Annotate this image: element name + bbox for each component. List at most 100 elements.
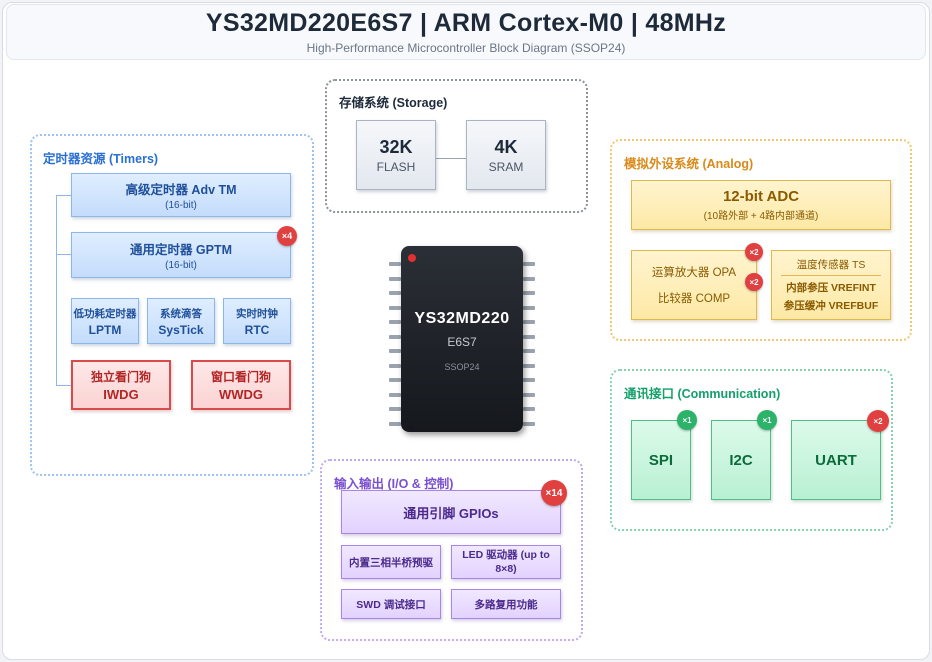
chip-pin-right <box>523 262 535 266</box>
adc-sub: (10路外部 + 4路内部通道) <box>703 211 819 222</box>
gptm-block: 通用定时器 GPTM (16-bit) <box>71 232 291 278</box>
swd-label: SWD 调试接口 <box>356 598 426 611</box>
flash-size: 32K <box>379 136 413 157</box>
gpio-label: 通用引脚 GPIOs <box>403 505 499 521</box>
sram-size: 4K <box>494 136 518 157</box>
chip-pin-right <box>523 276 535 281</box>
io-title: 输入输出 (I/O & 控制) <box>334 477 454 491</box>
mcu-chip: YS32MD220 E6S7 SSOP24 <box>401 246 523 432</box>
opa-count-badge: ×2 <box>745 243 763 261</box>
systick-code: SysTick <box>158 322 204 337</box>
systick-block: 系统滴答 SysTick <box>147 298 215 344</box>
i2c-block: I2C <box>711 420 771 500</box>
adc-label: 12-bit ADC <box>722 188 800 205</box>
chip-pin-left <box>389 378 401 382</box>
comp-count-badge: ×2 <box>745 273 763 291</box>
chip-pin-left <box>389 320 401 324</box>
opa-comp-block: 运算放大器 OPA 比较器 COMP <box>631 250 757 320</box>
storage-connector <box>436 158 466 159</box>
chip-pin-left <box>389 392 401 397</box>
chip-pin-right <box>523 407 535 411</box>
chip-pin-left <box>389 334 401 339</box>
mux-label: 多路复用功能 <box>474 598 538 611</box>
chip-pin-right <box>523 421 535 426</box>
lptm-label: 低功耗定时器 <box>73 307 137 320</box>
wwdg-block: 窗口看门狗 WWDG <box>191 360 291 410</box>
gptm-sub: (16-bit) <box>165 260 197 271</box>
spi-label: SPI <box>648 451 674 469</box>
chip-pin-right <box>523 378 535 382</box>
led-driver-label: LED 驱动器 (up to 8×8) <box>462 549 550 575</box>
mux-block: 多路复用功能 <box>451 589 561 619</box>
storage-title: 存储系统 (Storage) <box>339 96 448 110</box>
chip-pin-left <box>389 349 401 353</box>
iwdg-block: 独立看门狗 IWDG <box>71 360 171 410</box>
chip-pin-left <box>389 305 401 310</box>
wwdg-code: WWDG <box>218 387 264 402</box>
systick-label: 系统滴答 <box>160 307 202 320</box>
sram-label: SRAM <box>488 159 524 174</box>
adv-timer-sub: (16-bit) <box>165 200 197 211</box>
gpio-block: 通用引脚 GPIOs <box>341 490 561 534</box>
page-title: YS32MD220E6S7 | ARM Cortex-M0 | 48MHz <box>205 9 727 37</box>
predriver-block: 内置三相半桥预驱 <box>341 545 441 579</box>
led-driver-block: LED 驱动器 (up to 8×8) <box>451 545 561 579</box>
vrefint-label: 内部参压 VREFINT <box>786 281 876 294</box>
chip-pin-right <box>523 305 535 310</box>
timers-trunk-line <box>56 195 57 385</box>
i2c-label: I2C <box>729 451 753 469</box>
flash-label: FLASH <box>376 159 416 174</box>
chip-pin-right <box>523 320 535 324</box>
chip-name: YS32MD220 <box>414 310 510 327</box>
chip-pin-right <box>523 349 535 353</box>
chip-pin-left <box>389 363 401 368</box>
wwdg-label: 窗口看门狗 <box>210 370 271 384</box>
comp-label: 比较器 COMP <box>657 293 731 305</box>
chip-pin-right <box>523 363 535 368</box>
opa-label: 运算放大器 OPA <box>651 267 737 279</box>
adv-timer-label: 高级定时器 Adv TM <box>125 183 237 197</box>
uart-label: UART <box>815 451 857 469</box>
timers-branch-gptm <box>56 254 71 255</box>
chip-pin-right <box>523 392 535 397</box>
timers-branch-bottom <box>56 385 71 386</box>
gptm-count-badge: ×4 <box>277 226 297 246</box>
i2c-count-badge: ×1 <box>757 410 777 430</box>
timers-branch-adv <box>56 195 71 196</box>
adv-timer-block: 高级定时器 Adv TM (16-bit) <box>71 173 291 217</box>
page-subtitle: High-Performance Microcontroller Block D… <box>306 41 626 55</box>
ts-label: 温度传感器 TS <box>796 258 866 271</box>
swd-block: SWD 调试接口 <box>341 589 441 619</box>
lptm-code: LPTM <box>88 322 122 337</box>
predriver-label: 内置三相半桥预驱 <box>349 556 433 569</box>
spi-count-badge: ×1 <box>677 410 697 430</box>
sram-block: 4K SRAM <box>466 120 546 190</box>
chip-pin-left <box>389 262 401 266</box>
iwdg-code: IWDG <box>103 387 139 402</box>
chip-pin-left <box>389 407 401 411</box>
timers-title: 定时器资源 (Timers) <box>43 152 159 166</box>
sensor-divider <box>781 275 881 277</box>
rtc-code: RTC <box>244 322 270 337</box>
gpio-count-badge: ×14 <box>541 480 567 506</box>
spi-block: SPI <box>631 420 691 500</box>
comm-title: 通讯接口 (Communication) <box>624 387 781 401</box>
rtc-block: 实时时钟 RTC <box>223 298 291 344</box>
iwdg-label: 独立看门狗 <box>90 370 151 384</box>
lptm-block: 低功耗定时器 LPTM <box>71 298 139 344</box>
chip-pin-right <box>523 334 535 339</box>
analog-title: 模拟外设系统 (Analog) <box>624 157 754 171</box>
chip-pin-left <box>389 421 401 426</box>
uart-block: UART <box>791 420 881 500</box>
chip-pin-left <box>389 276 401 281</box>
chip-pin-right <box>523 291 535 295</box>
pin1-marker <box>408 254 416 262</box>
adc-block: 12-bit ADC (10路外部 + 4路内部通道) <box>631 180 891 230</box>
sensor-ref-block: 温度传感器 TS 内部参压 VREFINT 参压缓冲 VREFBUF <box>771 250 891 320</box>
gptm-label: 通用定时器 GPTM <box>129 243 233 257</box>
chip-pin-left <box>389 291 401 295</box>
vrefbuf-label: 参压缓冲 VREFBUF <box>783 300 879 313</box>
flash-block: 32K FLASH <box>356 120 436 190</box>
uart-count-badge: ×2 <box>867 410 889 432</box>
chip-variant: E6S7 <box>447 335 477 349</box>
